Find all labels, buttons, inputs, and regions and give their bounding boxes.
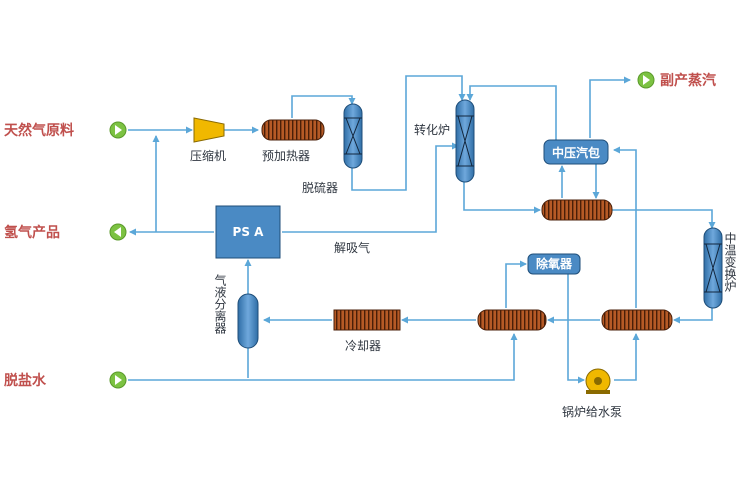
- separator-icon: [237, 293, 259, 349]
- compressor-icon: [193, 117, 225, 143]
- label-natural-gas: 天然气原料: [4, 122, 74, 139]
- arrow-natural-gas-icon: [109, 121, 127, 139]
- pipe-pump-exchanger3: [614, 333, 640, 381]
- label-stripped-gas: 解吸气: [334, 240, 370, 255]
- exchanger-2-icon: [477, 309, 547, 331]
- arrow-desalted-water-icon: [109, 371, 127, 389]
- label-psa: PS A: [233, 225, 265, 239]
- pipe-deaerator-pump: [567, 272, 585, 384]
- mp-exchanger-icon: [541, 199, 613, 221]
- pipe-preheater-desulfurizer: [291, 95, 356, 118]
- pipe-exchanger3-drum: [613, 146, 637, 308]
- label-compressor: 压缩机: [190, 148, 226, 163]
- pipe-desalted-water: [128, 333, 518, 381]
- arrow-hydrogen-icon: [109, 223, 127, 241]
- pipe-shift-exchanger3: [673, 308, 713, 324]
- arrow-steam-icon: [637, 71, 655, 89]
- label-shift-converter: 中温变换炉: [723, 231, 737, 293]
- psa-unit: PS A: [215, 205, 281, 259]
- label-cooler: 冷却器: [345, 339, 381, 353]
- pipe-reformer-exchanger: [463, 182, 541, 214]
- pipe-stripped-gas: [282, 142, 459, 233]
- pump-icon: [585, 368, 611, 394]
- label-preheater: 预加热器: [262, 149, 310, 163]
- mp-steam-drum: 中压汽包: [543, 139, 609, 165]
- label-byproduct-steam: 副产蒸汽: [660, 72, 716, 89]
- pipe-ex2-deaerator: [505, 260, 527, 308]
- label-pump: 锅炉给水泵: [562, 404, 622, 419]
- pipe-drum-reformer: [466, 85, 557, 140]
- label-desulfurizer: 脱硫器: [302, 180, 338, 195]
- reformer-icon: [455, 99, 475, 183]
- label-reformer: 转化炉: [414, 122, 450, 137]
- label-mp-steam-drum: 中压汽包: [552, 145, 600, 160]
- label-desalted-water: 脱盐水: [4, 372, 47, 389]
- pipe-desulfurizer-reformer: [351, 75, 466, 191]
- preheater-icon: [261, 119, 325, 141]
- exchanger-3-icon: [601, 309, 673, 331]
- label-hydrogen-product: 氢气产品: [4, 224, 60, 241]
- shift-converter-icon: [703, 227, 723, 309]
- pipe-exchanger-shift: [612, 209, 716, 229]
- deaerator: 除氧器: [527, 253, 581, 275]
- cooler-icon: [333, 309, 401, 331]
- label-separator: 气液分离器: [213, 273, 227, 335]
- label-deaerator: 除氧器: [536, 256, 573, 271]
- desulfurizer-icon: [343, 103, 363, 169]
- pipe-drum-steam: [589, 76, 631, 138]
